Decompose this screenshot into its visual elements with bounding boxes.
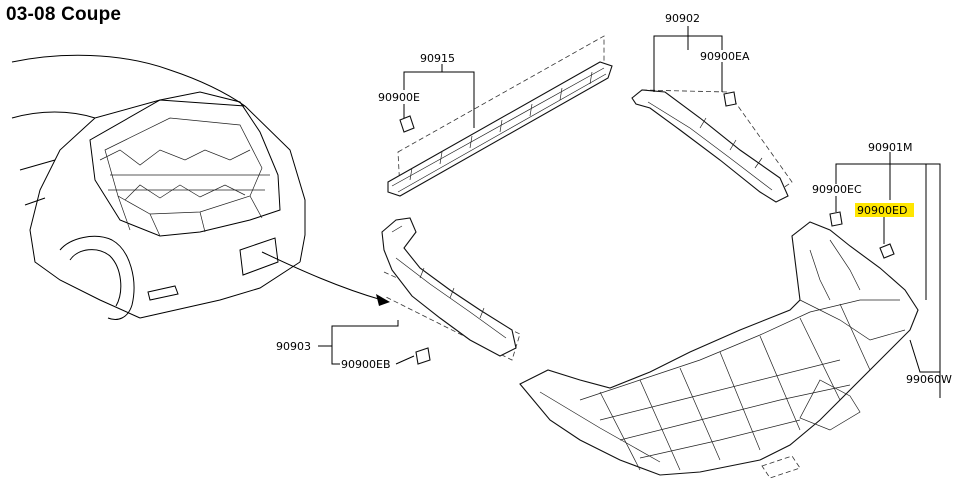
clip-90900E <box>399 115 415 133</box>
callout-90900ED: 90900ED <box>857 204 907 217</box>
callout-90900EB: 90900EB <box>341 358 391 371</box>
callout-90902: 90902 <box>665 12 700 25</box>
clip-90900EA <box>723 91 737 107</box>
callout-90900E: 90900E <box>378 91 420 104</box>
part-90901M-rear-finisher <box>519 211 919 479</box>
location-arrow <box>261 251 390 306</box>
clip-90900EB <box>415 347 431 365</box>
callout-90900EC: 90900EC <box>812 183 862 196</box>
callout-90903: 90903 <box>276 340 311 353</box>
part-90902-side-trim <box>631 89 793 203</box>
car-body-illustration <box>11 54 306 320</box>
callout-90915: 90915 <box>420 52 455 65</box>
part-90903-side-trim <box>381 217 521 365</box>
license-plate-recess <box>239 237 279 276</box>
part-90915-finisher <box>387 35 613 197</box>
clip-90900ED <box>879 243 895 259</box>
callout-highlight-90900ED <box>855 203 914 217</box>
callout-90901M: 90901M <box>868 141 912 154</box>
clip-90900EC <box>829 211 843 227</box>
callout-99060W: 99060W <box>906 373 952 386</box>
leader-lines <box>318 26 941 398</box>
callout-90900EA: 90900EA <box>700 50 750 63</box>
diagram-title: 03-08 Coupe <box>6 4 122 25</box>
